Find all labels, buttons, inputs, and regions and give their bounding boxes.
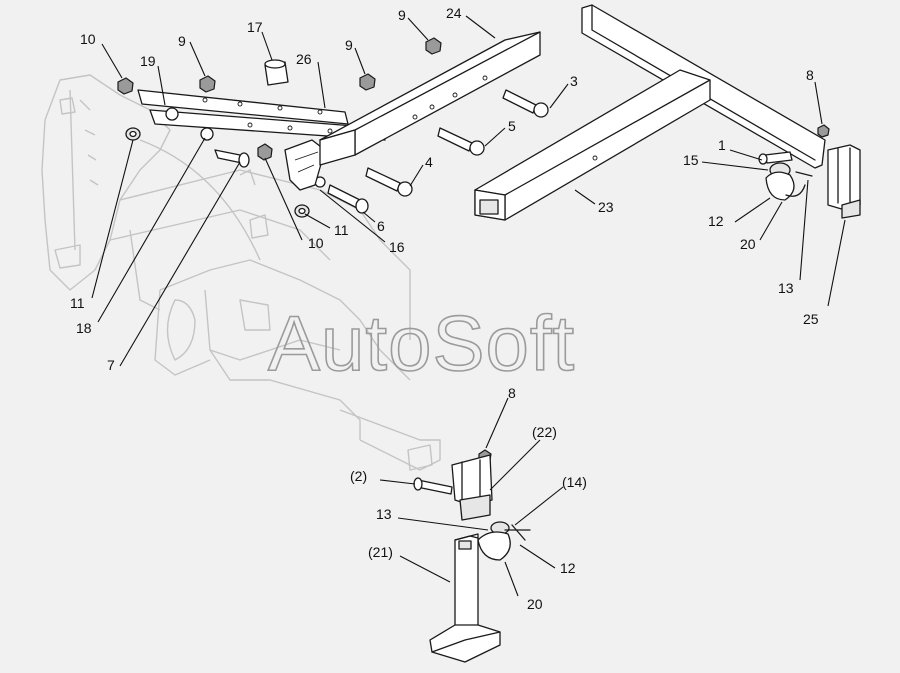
callout-18: 18 [76,320,92,336]
t-frame-23 [474,4,826,221]
callout-17: 17 [247,19,263,35]
tube-24 [319,31,541,166]
callout-11: 11 [334,222,349,238]
watermark-text: AutoSoft [268,299,575,387]
callout-14: (14) [562,474,587,490]
callout-1: 1 [718,137,726,153]
callout-23: 23 [598,199,614,215]
callout-15: 15 [683,152,699,168]
callout-5: 5 [508,118,516,134]
callout-8: 8 [806,67,814,83]
callout-2: (2) [350,468,367,484]
callout-19: 19 [140,53,156,69]
callout-25: 25 [803,311,819,327]
callout-12: 12 [560,560,576,576]
callout-4: 4 [425,154,433,170]
callout-9: 9 [345,37,353,53]
callout-7: 7 [107,357,115,373]
callout-10: 10 [308,235,324,251]
callout-16: 16 [389,239,405,255]
callout-13: 13 [778,280,794,296]
callout-20: 20 [527,596,543,612]
bolts [214,89,549,214]
nuts-and-washers [117,37,442,218]
callout-3: 3 [570,73,578,89]
callout-labels: 10 19 9 17 26 9 9 24 3 5 4 6 16 11 10 11… [70,5,819,612]
callout-10: 10 [80,31,96,47]
main-frame-ghost [41,74,441,471]
callout-9: 9 [178,33,186,49]
callout-26: 26 [296,51,312,67]
callout-21: (21) [368,544,393,560]
callout-24: 24 [446,5,462,21]
callout-22: (22) [532,424,557,440]
spacer-17 [264,59,289,86]
callout-9: 9 [398,7,406,23]
parking-stand-assembly [413,449,531,663]
bracket-16 [284,139,326,191]
callout-11: 11 [70,295,85,311]
lock-pin-assembly-right [758,124,861,219]
callout-13: 13 [376,506,392,522]
leader-lines [91,15,846,597]
callout-12: 12 [708,213,724,229]
link-bars [137,89,386,141]
callout-6: 6 [377,218,385,234]
callout-8: 8 [508,385,516,401]
callout-20: 20 [740,236,756,252]
